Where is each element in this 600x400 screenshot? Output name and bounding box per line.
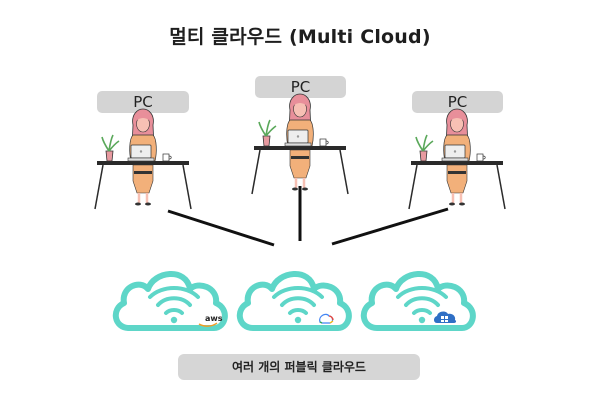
- cloud-azure: [364, 274, 473, 328]
- public-cloud-caption: 여러 개의 퍼블릭 클라우드: [178, 354, 420, 380]
- connection-line-left: [167, 209, 275, 247]
- cloud-aws: aws: [116, 274, 225, 328]
- pc-label-center: PC: [255, 76, 346, 98]
- cloud-google-cloud: [240, 274, 349, 328]
- pc-label-left: PC: [97, 91, 189, 113]
- person-at-desk-left-illustration: [93, 107, 193, 211]
- aws-logo-icon: aws: [198, 314, 223, 327]
- google-cloud-logo-icon: [319, 313, 334, 324]
- person-at-desk-right-illustration: [407, 107, 507, 211]
- connection-line-right: [331, 207, 449, 246]
- azure-logo-icon: [434, 311, 457, 323]
- pc-label-right: PC: [412, 91, 503, 113]
- aws-logo-text: aws: [205, 314, 223, 323]
- person-at-desk-center-illustration: [250, 92, 350, 196]
- diagram-title: 멀티 클라우드 (Multi Cloud): [169, 26, 431, 48]
